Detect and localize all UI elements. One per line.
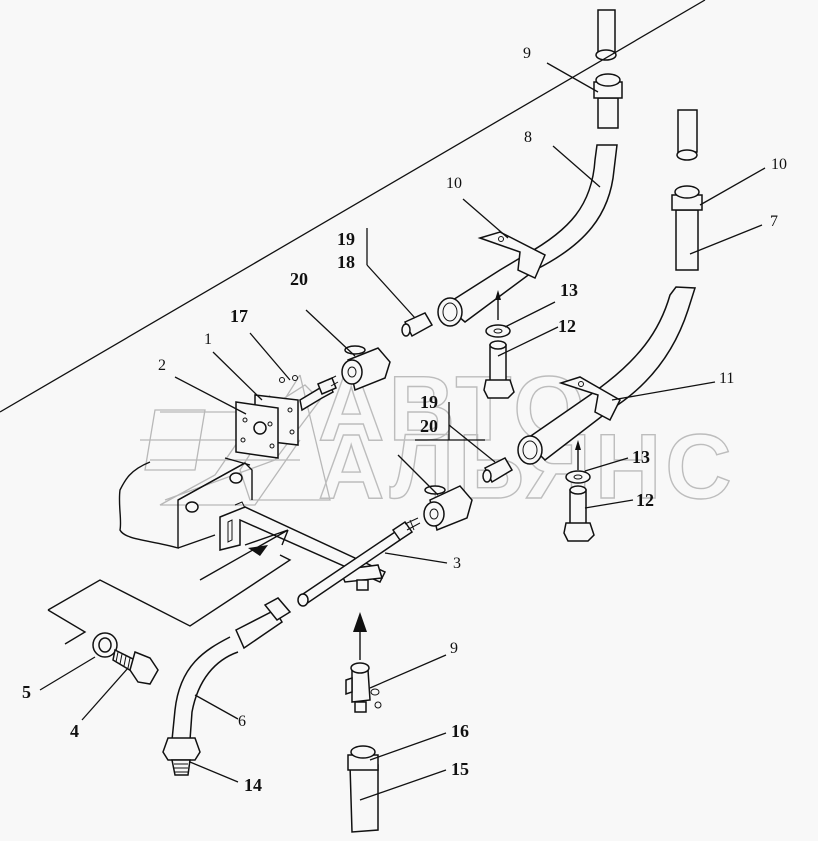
callout-12-upper: 12 xyxy=(558,316,576,336)
bolt-4 xyxy=(92,632,159,685)
callout-6: 6 xyxy=(238,713,246,730)
adapter-18-19-upper xyxy=(401,312,434,338)
callout-8: 8 xyxy=(524,129,532,146)
callout-20-upper: 20 xyxy=(290,269,308,289)
callout-14: 17 xyxy=(230,306,248,326)
arrow-icon xyxy=(248,545,268,556)
callout-13-upper: 13 xyxy=(560,280,578,300)
callout-17: 16 xyxy=(451,721,469,741)
hose-upper xyxy=(593,9,623,129)
engine-block-fragment xyxy=(118,457,253,549)
callout-19-upper: 18 xyxy=(337,252,355,272)
valve-20-lower xyxy=(423,485,473,532)
callout-10-right: 10 xyxy=(771,156,787,173)
banjo-bolt-12-lower xyxy=(563,440,595,542)
bent-pipe-right xyxy=(517,286,697,465)
screw-head-icon xyxy=(229,472,243,484)
callout-2: 2 xyxy=(158,357,166,374)
callout-7: 7 xyxy=(770,213,778,230)
adapter-18-19-lower xyxy=(482,457,514,484)
callout-5: 5 xyxy=(22,682,31,702)
bent-pipe-8 xyxy=(437,144,618,327)
callout-9: 9 xyxy=(450,640,458,657)
callout-1: 1 xyxy=(204,331,212,348)
callout-18-lower: 19 xyxy=(420,392,438,412)
watermark-logo-icon xyxy=(140,374,331,506)
hose-right xyxy=(671,109,703,271)
callout-4: 4 xyxy=(70,721,79,741)
callout-11-lower: 11 xyxy=(719,370,734,387)
mounting-plate-assembly xyxy=(235,375,339,459)
screw-head-icon xyxy=(185,501,199,513)
tube-3 xyxy=(297,517,421,607)
arrow-up-icon xyxy=(353,612,367,632)
banjo-bolt-12-upper xyxy=(483,290,515,399)
callout-12-lower: 12 xyxy=(636,490,654,510)
callout-16: 15 xyxy=(451,759,469,779)
watermark-line2: АЛЬЯНС xyxy=(318,416,736,518)
callout-labels: 9 8 10 10 7 11 19 18 20 17 1 2 13 12 19 … xyxy=(22,45,787,795)
callout-19-lower: 20 xyxy=(420,416,438,436)
callout-13-lower: 13 xyxy=(632,447,650,467)
tee-fitting-9 xyxy=(345,612,382,713)
callout-3: 3 xyxy=(453,555,461,572)
assembly-line xyxy=(47,554,292,627)
bent-pipe-6 xyxy=(162,597,292,776)
callout-10-upper: 9 xyxy=(523,45,531,62)
callout-15: 14 xyxy=(244,775,262,795)
callout-11-upper: 10 xyxy=(446,175,462,192)
callout-18-upper: 19 xyxy=(337,229,355,249)
leader-lines xyxy=(0,0,766,801)
